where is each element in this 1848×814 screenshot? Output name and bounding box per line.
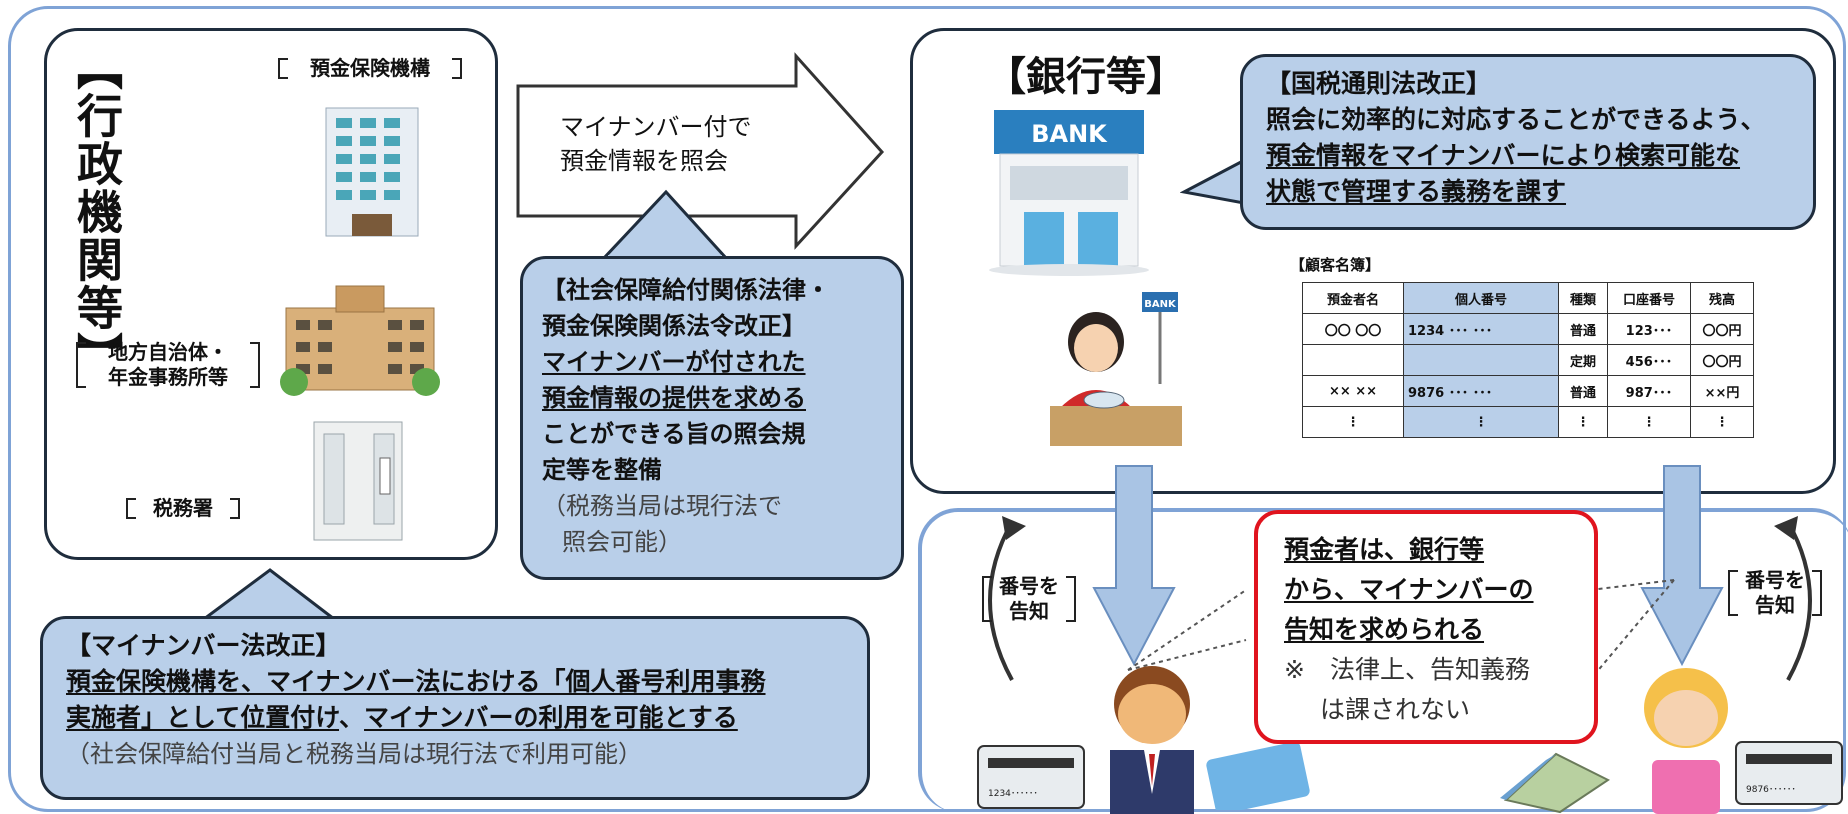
bank-sign-text: BANK	[1031, 120, 1108, 148]
mynumber-underline-2b: マイナンバーの利用を可能とする	[364, 703, 738, 732]
mynumber-comma: 、	[339, 703, 365, 732]
ledger-header-type: 種類	[1558, 282, 1608, 314]
tax-law-title: 【国税通則法改正】	[1266, 69, 1492, 98]
depositor-underline-1: 預金者は、銀行等	[1284, 535, 1485, 564]
inquiry-line-2: 預金情報を照会	[560, 147, 728, 175]
social-note-1: （税務当局は現行法で	[542, 492, 782, 520]
table-cell: ⋮	[1607, 406, 1691, 438]
table-cell: 1234 ･･･ ･･･	[1403, 313, 1559, 345]
mynumber-card-right-icon: 9876･･････	[1735, 741, 1843, 805]
mynumber-law-text: 【マイナンバー法改正】 預金保険機構を、マイナンバー法における「個人番号利用事務…	[66, 628, 766, 772]
tax-office-icon	[313, 421, 403, 541]
table-cell	[1302, 344, 1404, 376]
mynumber-underline-1: 預金保険機構を、マイナンバー法における「個人番号利用事務	[66, 667, 766, 696]
table-cell	[1403, 344, 1559, 376]
mynumber-title: 【マイナンバー法改正】	[66, 631, 341, 660]
bank-card-left-icon	[1206, 744, 1310, 810]
bankbook-right-icon	[1500, 752, 1610, 814]
notify-curve-left-icon	[988, 516, 1026, 681]
counter-sign-text: BANK	[1144, 299, 1177, 310]
table-row: 定期 456･･･ 〇〇円	[1302, 344, 1754, 376]
customer-ledger-table: 預金者名 個人番号 種類 口座番号 残高 〇〇 〇〇 1234 ･･･ ･･･ …	[1302, 282, 1754, 438]
tax-law-text: 【国税通則法改正】 照会に効率的に対応することができるよう、 預金情報をマイナン…	[1266, 66, 1766, 210]
depositor-underline-3: 告知を求められる	[1284, 615, 1485, 644]
table-cell: 123･･･	[1607, 313, 1691, 345]
table-cell: ×× ××	[1302, 375, 1404, 407]
table-cell: 〇〇円	[1690, 344, 1754, 376]
table-cell: 普通	[1558, 375, 1608, 407]
tax-law-line-1: 照会に効率的に対応することができるよう、	[1266, 105, 1766, 134]
social-underline-1: マイナンバーが付された	[542, 348, 806, 376]
table-cell: 〇〇円	[1690, 313, 1754, 345]
depositor-note-2: は課されない	[1320, 695, 1471, 724]
table-cell: ⋮	[1403, 406, 1559, 438]
bank-title: 【銀行等】	[986, 54, 1186, 100]
social-line-1: 【社会保障給付関係法律・	[542, 276, 830, 304]
gov-title: 【行政機関等】	[70, 44, 124, 380]
mynumber-underline-2a: 実施者」として位置付け	[66, 703, 340, 732]
depositor-note-1: ※ 法律上、告知義務	[1284, 655, 1530, 684]
social-underline-2: 預金情報の提供を求める	[542, 384, 806, 412]
ledger-header-number: 個人番号	[1403, 282, 1559, 314]
ledger-header-balance: 残高	[1690, 282, 1754, 314]
tax-law-underline-1: 預金情報をマイナンバーにより検索可能な	[1266, 141, 1741, 170]
table-cell: ××円	[1690, 375, 1754, 407]
table-cell: ⋮	[1690, 406, 1754, 438]
table-cell: 普通	[1558, 313, 1608, 345]
left-card-number: 1234･･････	[988, 789, 1038, 799]
mynumber-note: （社会保障給付当局と税務当局は現行法で利用可能）	[66, 740, 642, 768]
female-depositor-icon	[1644, 668, 1728, 814]
mynumber-law-bubble	[40, 616, 870, 800]
depositor-underline-2: から、マイナンバーの	[1284, 575, 1534, 604]
depositor-notice-text: 預金者は、銀行等 から、マイナンバーの 告知を求められる ※ 法律上、告知義務 …	[1284, 530, 1534, 730]
tax-law-underline-2: 状態で管理する義務を課す	[1266, 177, 1567, 206]
table-cell: ⋮	[1558, 406, 1608, 438]
inquiry-line-1: マイナンバー付で	[560, 113, 752, 141]
social-line-2: 預金保険関係法令改正】	[542, 312, 806, 340]
table-cell: 987･･･	[1607, 375, 1691, 407]
social-bubble-pointer	[600, 189, 730, 260]
social-line-3: ことができる旨の照会規	[542, 420, 806, 448]
inquiry-arrow	[516, 52, 885, 250]
ledger-header-row: 預金者名 個人番号 種類 口座番号 残高	[1302, 282, 1754, 314]
bank-building-icon: BANK	[989, 110, 1149, 276]
down-arrow-right-icon	[1640, 465, 1724, 667]
table-row: ×× ×× 9876 ･･･ ･･･ 普通 987･･･ ××円	[1302, 375, 1754, 407]
deposit-insurance-label: 預金保険機構	[278, 56, 462, 81]
city-hall-icon	[280, 285, 440, 396]
ledger-header-name: 預金者名	[1302, 282, 1404, 314]
table-cell: ⋮	[1302, 406, 1404, 438]
social-line-4: 定等を整備	[542, 456, 662, 484]
notify-left-label: 番号を 告知	[982, 574, 1076, 624]
table-row: 〇〇 〇〇 1234 ･･･ ･･･ 普通 123･･･ 〇〇円	[1302, 313, 1754, 345]
tax-office-label: 税務署	[126, 496, 240, 521]
male-depositor-icon	[1110, 666, 1194, 814]
government-panel	[44, 28, 498, 560]
inquiry-arrow-text: マイナンバー付で 預金情報を照会	[560, 110, 752, 178]
mynumber-card-left-icon: 1234･･････	[977, 745, 1085, 809]
notify-right-label: 番号を 告知	[1728, 568, 1822, 618]
social-security-bubble	[520, 256, 904, 580]
table-row: ⋮ ⋮ ⋮ ⋮ ⋮	[1302, 406, 1754, 438]
bank-teller-icon: BANK	[1050, 292, 1182, 446]
table-cell: 〇〇 〇〇	[1302, 313, 1404, 345]
dotted-connectors	[1127, 579, 1675, 681]
table-cell: 456･･･	[1607, 344, 1691, 376]
right-card-number: 9876･･････	[1746, 785, 1796, 795]
outer-frame	[8, 6, 1846, 812]
social-security-text: 【社会保障給付関係法律・ 預金保険関係法令改正】 マイナンバーが付された 預金情…	[542, 272, 830, 560]
tax-law-bubble	[1240, 54, 1816, 230]
table-cell: 定期	[1558, 344, 1608, 376]
notify-curve-right-icon	[1774, 516, 1812, 681]
office-building-icon	[325, 107, 419, 237]
down-arrow-left-icon	[1092, 465, 1176, 667]
ledger-title: 【顧客名簿】	[1290, 256, 1381, 274]
depositor-notice-box	[1254, 510, 1598, 744]
ledger-header-account: 口座番号	[1607, 282, 1691, 314]
local-gov-label: 地方自治体・ 年金事務所等	[76, 340, 260, 390]
social-note-2: 照会可能）	[562, 528, 682, 556]
table-cell: 9876 ･･･ ･･･	[1403, 375, 1559, 407]
